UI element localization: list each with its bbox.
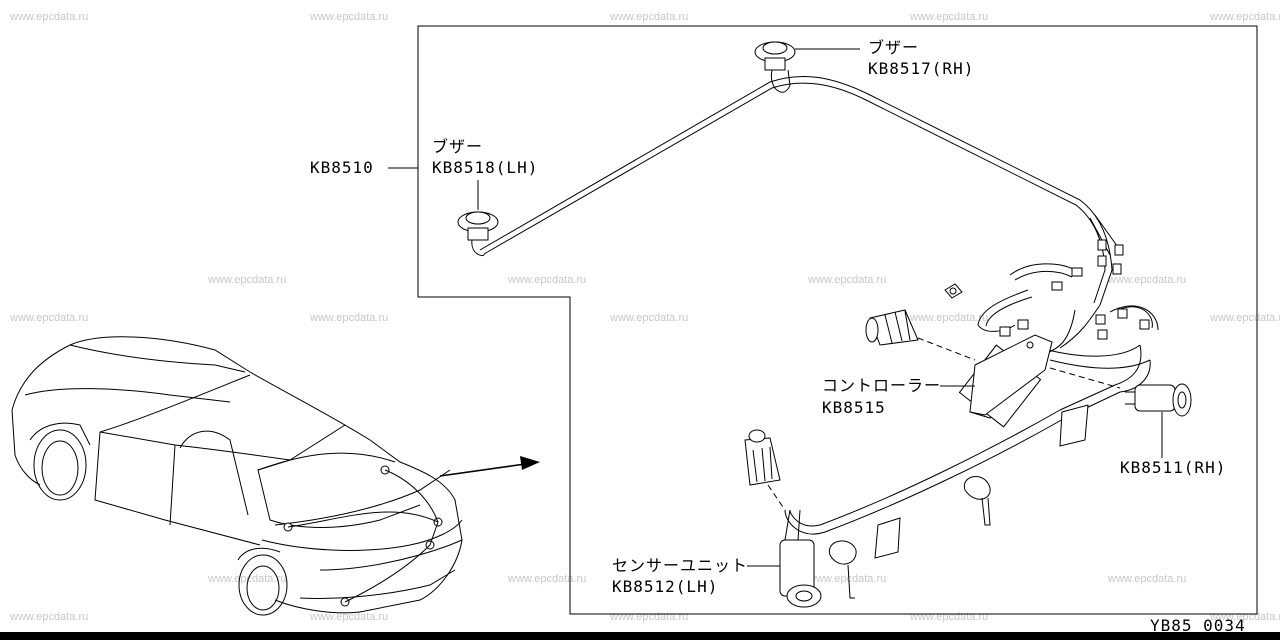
watermark: www.epcdata.ru (310, 312, 389, 324)
watermark: www.epcdata.ru (808, 274, 887, 286)
watermark: www.epcdata.ru (1108, 573, 1187, 585)
watermark: www.epcdata.ru (508, 573, 587, 585)
spare-sensor-heads (744, 309, 1121, 511)
bottom-bar (0, 632, 1280, 640)
controller-unit (958, 334, 1053, 428)
watermark: www.epcdata.ru (310, 11, 389, 23)
watermark: www.epcdata.ru (10, 11, 89, 23)
harness-code: KB8510 (310, 158, 374, 177)
mounting-clips (828, 404, 1089, 599)
buzzer-lh-name: ブザー (432, 137, 484, 156)
buzzer-rh-name: ブザー (868, 38, 920, 57)
watermark: www.epcdata.ru (910, 312, 989, 324)
buzzer-rh-code: KB8517(RH) (868, 59, 975, 78)
watermark: www.epcdata.ru (208, 274, 287, 286)
watermark: www.epcdata.ru (1108, 274, 1187, 286)
detail-frame (417, 25, 1258, 615)
watermark: www.epcdata.ru (1210, 11, 1280, 23)
figure-id: YB85 0034 (1150, 616, 1246, 635)
watermark: www.epcdata.ru (10, 312, 89, 324)
sensor-rh-code: KB8511(RH) (1120, 458, 1227, 477)
wiring-harness (479, 75, 1159, 535)
buzzer-rh (754, 41, 796, 93)
watermark: www.epcdata.ru (10, 611, 89, 623)
sensor-lh-code: KB8512(LH) (612, 577, 719, 596)
buzzer-lh-code: KB8518(LH) (432, 158, 539, 177)
buzzer-lh (457, 211, 499, 257)
watermark: www.epcdata.ru (508, 274, 587, 286)
watermark: www.epcdata.ru (610, 11, 689, 23)
watermark: www.epcdata.ru (208, 573, 287, 585)
watermark: www.epcdata.ru (910, 11, 989, 23)
sensor-lh (779, 509, 822, 608)
controller-name: コントローラー (822, 376, 942, 395)
pointer-arrow (439, 456, 540, 477)
watermark: www.epcdata.ru (310, 611, 389, 623)
car-illustration (11, 336, 463, 616)
watermark: www.epcdata.ru (808, 573, 887, 585)
controller-code: KB8515 (822, 398, 886, 417)
watermark: www.epcdata.ru (610, 312, 689, 324)
sensor-lh-name: センサーユニット (612, 556, 749, 575)
watermark: www.epcdata.ru (1210, 312, 1280, 324)
sensor-rh (1125, 383, 1192, 417)
